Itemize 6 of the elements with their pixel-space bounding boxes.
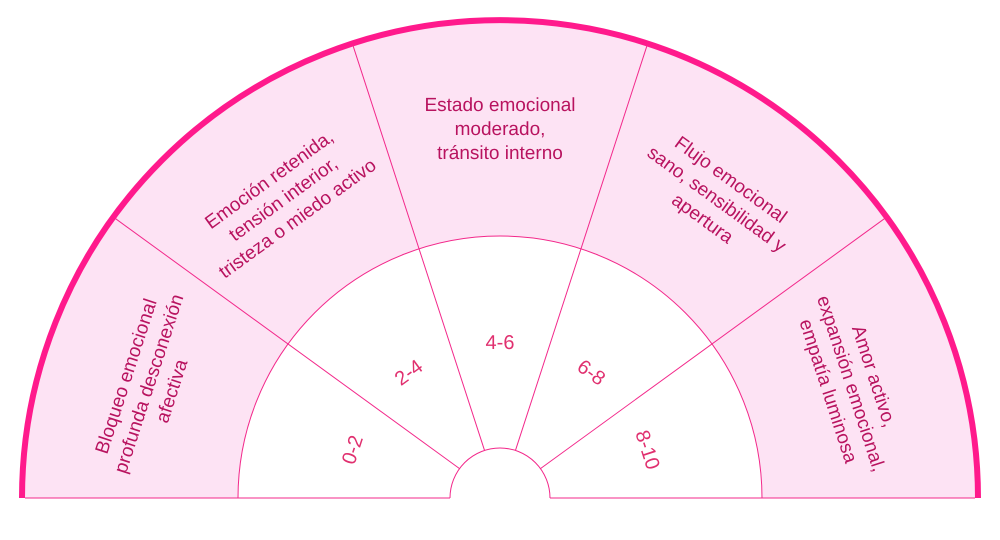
range-label: 8-10 (630, 427, 665, 473)
range-label: 2-4 (390, 354, 428, 391)
range-label: 4-6 (486, 331, 514, 355)
range-label: 6-8 (572, 354, 610, 391)
segment-description: Estado emocional moderado, tránsito interno (422, 94, 578, 166)
range-label: 0-2 (336, 432, 368, 468)
